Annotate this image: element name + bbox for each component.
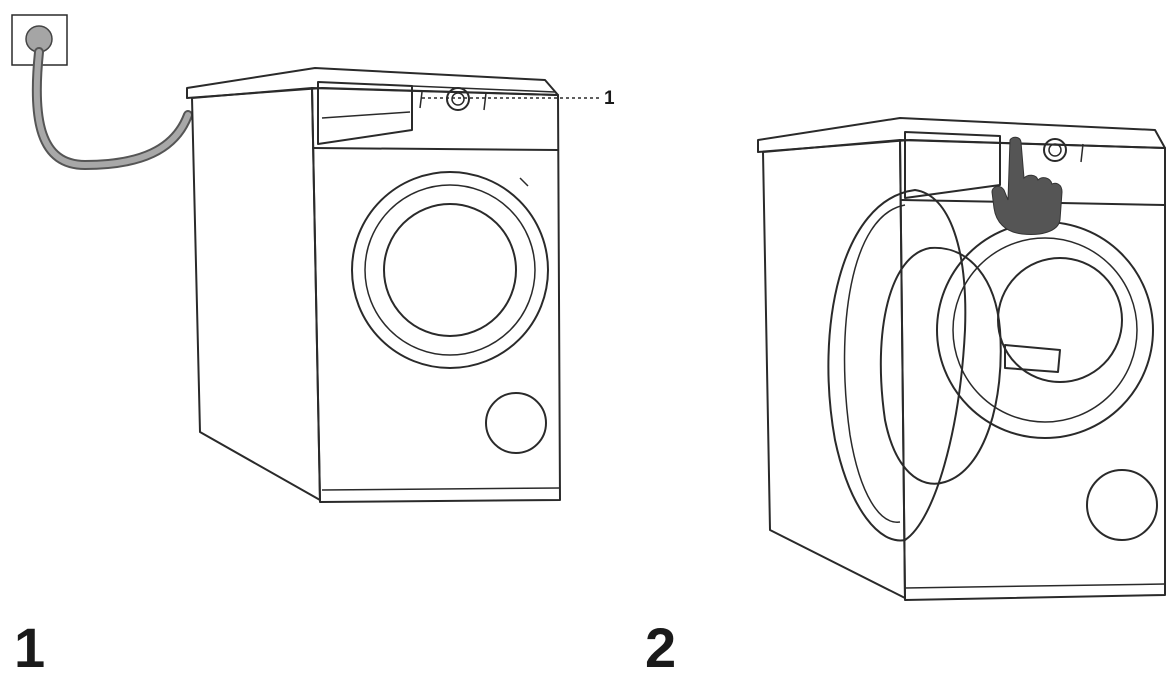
step-number-1: 1	[14, 616, 46, 679]
door	[351, 171, 549, 369]
hand-icon	[991, 136, 1063, 235]
washing-machine-2	[757, 117, 1166, 601]
callout-label: 1	[604, 88, 615, 109]
open-door	[827, 189, 967, 542]
program-dial	[446, 87, 470, 111]
filter-hatch	[1086, 469, 1158, 541]
filter-hatch	[485, 392, 547, 454]
program-dial	[1043, 138, 1067, 162]
panel-1	[11, 14, 600, 503]
washing-machine-1	[186, 67, 561, 503]
step-number-2: 2	[645, 616, 677, 679]
panel-2	[757, 117, 1166, 601]
